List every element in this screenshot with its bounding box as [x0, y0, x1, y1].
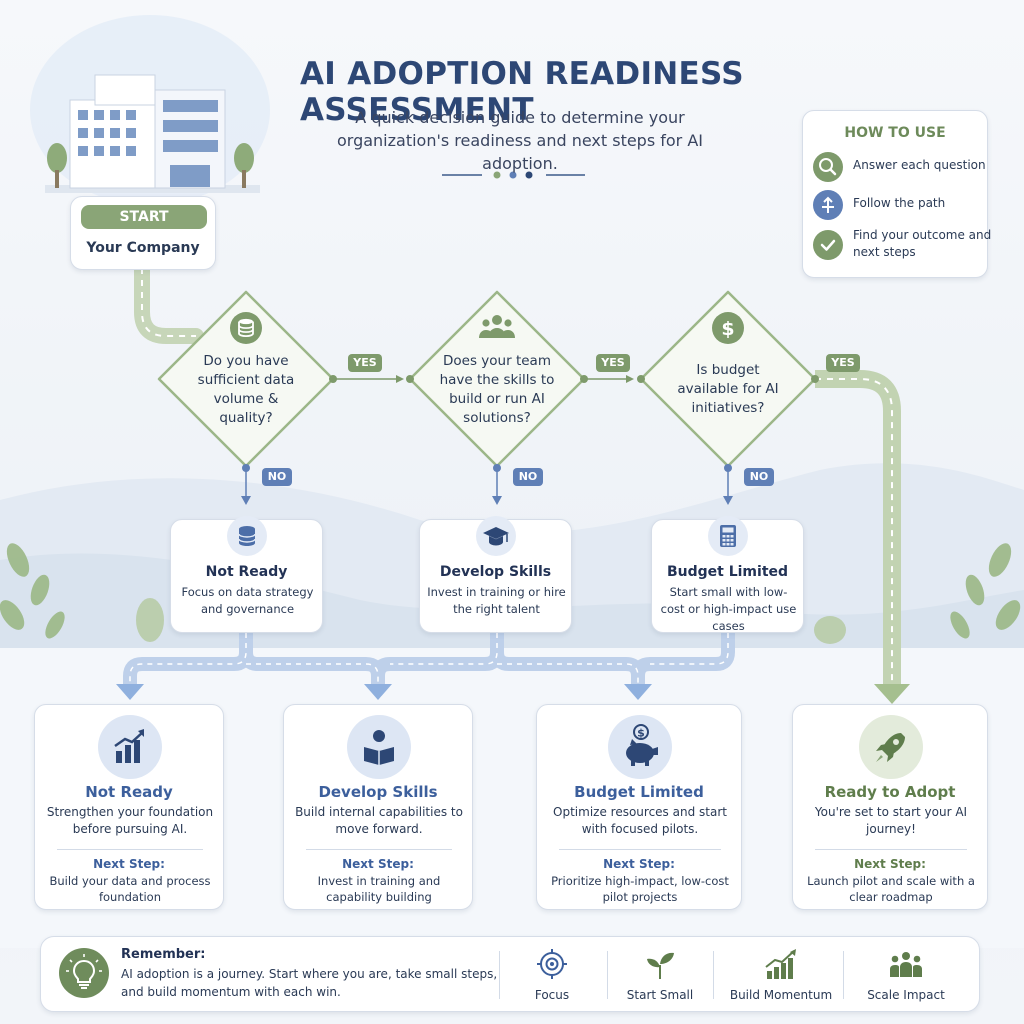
outcome-desc: Build internal capabilities to move forw…: [295, 805, 463, 836]
database-icon: [229, 311, 263, 345]
gap-card-desc: Focus on data strategy and governance: [181, 585, 314, 616]
rocket-icon: [859, 715, 923, 779]
how-to-step-2: Follow the path: [813, 187, 985, 221]
header-divider: [442, 171, 585, 179]
question-1-no-tag: NO: [262, 468, 292, 486]
team-icon: [477, 309, 517, 343]
dollar-icon: $: [711, 311, 745, 345]
outcome-next-step: Build your data and process foundation: [49, 874, 211, 904]
outcome-title: Develop Skills: [318, 783, 438, 801]
outcome-title: Ready to Adopt: [824, 783, 956, 801]
how-to-step-3-text: Find your outcome and next steps: [853, 228, 992, 259]
pillar-divider: [713, 951, 714, 999]
outcome-next-label: Next Step:: [342, 857, 414, 871]
checkmark-icon: [813, 230, 843, 260]
gap-card-desc: Start small with low-cost or high-impact…: [660, 585, 797, 633]
how-to-step-1: Answer each question: [813, 149, 986, 183]
outcome-desc: You're set to start your AI journey!: [814, 805, 968, 836]
target-icon: [532, 947, 572, 981]
outcome-divider: [306, 849, 452, 850]
lightbulb-icon: [59, 948, 109, 998]
outcome-title: Budget Limited: [574, 783, 704, 801]
question-2-no-tag: NO: [513, 468, 543, 486]
pillar-divider: [843, 951, 844, 999]
outcome-card-budget-limited[interactable]: $ Budget Limited Optimize resources and …: [536, 704, 742, 910]
outcome-title: Not Ready: [85, 783, 173, 801]
outcome-next-step: Prioritize high-impact, low-cost pilot p…: [551, 874, 729, 904]
start-badge: START: [81, 205, 207, 229]
outcome-divider: [815, 849, 967, 850]
piggy-bank-icon: $: [608, 715, 672, 779]
question-1-yes-tag: YES: [348, 354, 382, 372]
gap-card-title: Develop Skills: [439, 564, 552, 580]
pillar-scale-impact: Scale Impact: [851, 943, 961, 1007]
start-card[interactable]: START Your Company: [70, 196, 216, 270]
outcome-next-label: Next Step:: [603, 857, 675, 871]
svg-text:$: $: [721, 318, 734, 340]
database-icon: [227, 516, 267, 556]
pillar-label: Build Momentum: [729, 988, 833, 1002]
path-arrows-icon: [813, 190, 843, 220]
svg-text:$: $: [637, 727, 645, 740]
outcome-next-step: Invest in training and capability buildi…: [317, 874, 441, 904]
growth-chart-icon: [761, 947, 801, 981]
how-to-use-panel: HOW TO USE Answer each question Follow t…: [802, 110, 991, 278]
how-to-step-1-text: Answer each question: [853, 158, 986, 172]
question-3-yes-tag: YES: [826, 354, 860, 372]
how-to-step-3: Find your outcome and next steps: [813, 227, 991, 267]
outcome-next-label: Next Step:: [854, 857, 926, 871]
remember-title: Remember:: [121, 947, 206, 962]
question-2-yes-tag: YES: [596, 354, 630, 372]
sprout-icon: [640, 947, 680, 981]
question-1-text: Do you have sufficient data volume & qua…: [197, 353, 295, 426]
gap-card-title: Budget Limited: [666, 564, 789, 580]
question-3-no-tag: NO: [744, 468, 774, 486]
pillar-divider: [499, 951, 500, 999]
outcome-card-develop-skills[interactable]: Develop Skills Build internal capabiliti…: [283, 704, 473, 910]
reader-icon: [347, 715, 411, 779]
magnifier-icon: [813, 152, 843, 182]
remember-panel: Remember: AI adoption is a journey. Star…: [40, 936, 980, 1012]
outcome-divider: [57, 849, 203, 850]
gap-card-develop-skills[interactable]: Develop Skills Invest in training or hir…: [419, 516, 572, 633]
gap-card-title: Not Ready: [205, 564, 288, 580]
question-3-text: Is budget available for AI initiatives?: [677, 362, 779, 416]
pillar-label: Start Small: [626, 988, 694, 1002]
pillar-build-momentum: Build Momentum: [725, 943, 837, 1007]
people-icon: [886, 947, 926, 981]
pillar-start-small: Start Small: [605, 943, 715, 1007]
graduation-cap-icon: [476, 516, 516, 556]
pillar-focus: Focus: [497, 943, 607, 1007]
outcome-next-label: Next Step:: [93, 857, 165, 871]
outcome-divider: [559, 849, 721, 850]
how-to-step-2-text: Follow the path: [853, 196, 946, 210]
outcome-desc: Strengthen your foundation before pursui…: [46, 805, 214, 836]
gap-card-not-ready[interactable]: Not Ready Focus on data strategy and gov…: [170, 516, 323, 633]
remember-text: AI adoption is a journey. Start where yo…: [121, 967, 498, 999]
how-to-use-title: HOW TO USE: [844, 125, 946, 141]
gap-card-budget-limited[interactable]: Budget Limited Start small with low-cost…: [651, 516, 804, 633]
question-2-text: Does your team have the skills to build …: [439, 353, 555, 426]
pillar-divider: [607, 951, 608, 999]
pillar-label: Focus: [534, 988, 570, 1002]
pillar-label: Scale Impact: [867, 988, 945, 1002]
gap-card-desc: Invest in training or hire the right tal…: [427, 585, 566, 616]
outcome-card-not-ready[interactable]: Not Ready Strengthen your foundation bef…: [34, 704, 224, 910]
page-title: AI ADOPTION READINESS ASSESSMENT: [300, 56, 744, 128]
office-building-icon: [45, 74, 260, 193]
outcome-desc: Optimize resources and start with focuse…: [553, 805, 727, 836]
outcome-card-ready-to-adopt[interactable]: Ready to Adopt You're set to start your …: [792, 704, 988, 910]
outcome-next-step: Launch pilot and scale with a clear road…: [807, 874, 975, 904]
page-subtitle: A quick decision guide to determine your…: [336, 108, 704, 173]
start-label: Your Company: [86, 240, 200, 256]
bar-chart-icon: [98, 715, 162, 779]
calculator-icon: [708, 516, 748, 556]
